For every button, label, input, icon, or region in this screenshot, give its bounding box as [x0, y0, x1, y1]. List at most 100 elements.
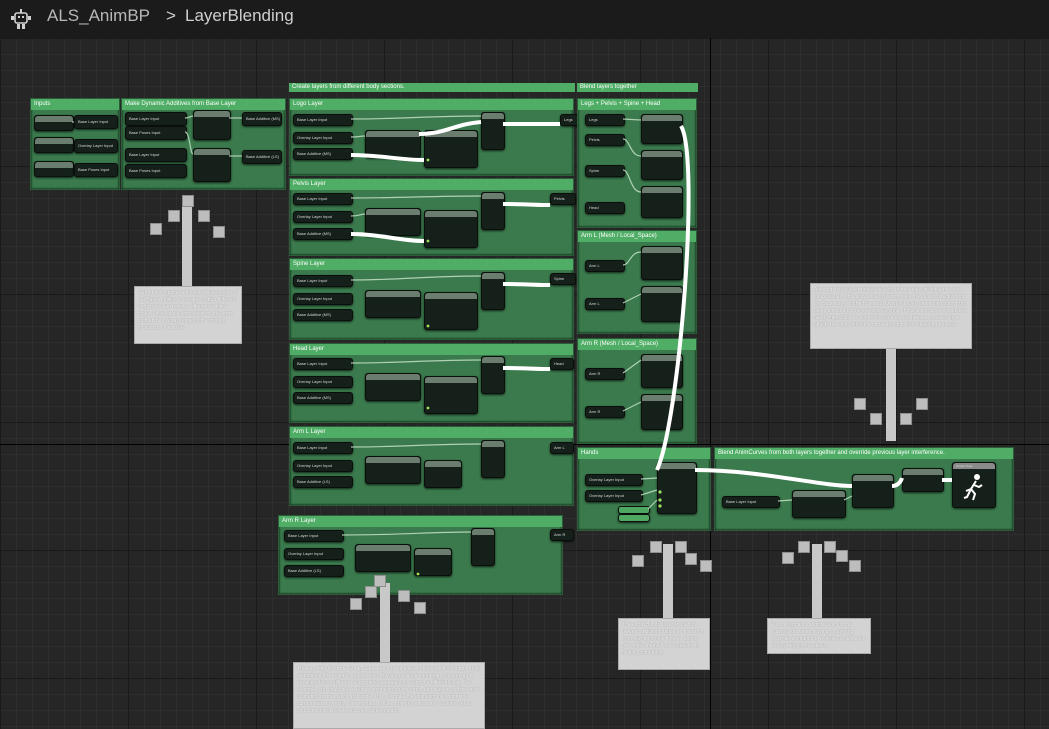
node-hand-curve-l[interactable] — [618, 506, 650, 514]
node-layer-overlay[interactable]: Overlay Layer Input — [293, 211, 353, 223]
node-get-curve[interactable] — [365, 290, 421, 318]
node-layer-additive[interactable]: Base Additive (MS) — [293, 228, 353, 240]
comment-title: Blend AnimCurves from both layers togeth… — [715, 448, 1013, 459]
node-use-head[interactable]: Head — [585, 202, 625, 214]
node-layer-overlay[interactable]: Overlay Layer Input — [293, 376, 353, 388]
node-layer-base[interactable]: Base Layer Input — [293, 114, 353, 126]
node-overlay-layer-input[interactable] — [34, 137, 74, 153]
node-save-spine[interactable]: Spine — [550, 273, 576, 285]
node-save-overlay-layer[interactable]: Overlay Layer Input — [74, 139, 118, 153]
node-base-layer-input[interactable] — [34, 115, 74, 131]
note-anchor — [916, 398, 928, 410]
blueprint-robot-icon — [11, 9, 31, 29]
node-layered-blend-2[interactable] — [641, 150, 683, 180]
node-layer-base[interactable]: Base Layer Input — [293, 358, 353, 370]
node-layer-overlay[interactable]: Overlay Layer Input — [293, 460, 353, 472]
note-stem — [663, 544, 673, 620]
node-save-base-layer[interactable]: Base Layer Input — [74, 115, 118, 129]
note-right-top[interactable]: Although these layer nodes have no bones… — [810, 283, 972, 349]
node-layered-blend-1[interactable] — [641, 114, 683, 144]
breadcrumb-separator: > — [166, 6, 176, 25]
node-use-overlay-hands[interactable]: Overlay Layer Input — [585, 474, 643, 486]
node-use-base-layer[interactable]: Base Layer Input — [125, 112, 187, 126]
node-blend-by-bool[interactable] — [481, 356, 505, 394]
node-get-curve[interactable] — [355, 544, 411, 572]
node-use-arm-r-2[interactable]: Arm R — [585, 406, 625, 418]
node-use-base-poses[interactable]: Base Poses Input — [125, 126, 187, 140]
node-use-arm-l[interactable]: Arm L — [585, 260, 625, 272]
comment-blend-layers[interactable]: Blend layers together — [577, 83, 698, 92]
node-use-base-layer-2[interactable]: Base Layer Input — [125, 148, 187, 162]
node-layer-additive[interactable]: Base Additive (MS) — [293, 392, 353, 404]
node-get-curve[interactable] — [365, 373, 421, 401]
comment-create-layers[interactable]: Create layers from different body sectio… — [289, 83, 575, 92]
node-layer-base[interactable]: Base Layer Input — [284, 530, 344, 542]
graph-canvas[interactable]: Inputs Base Layer Input Overlay Layer In… — [0, 38, 1049, 729]
node-use-arm-r[interactable]: Arm R — [585, 368, 625, 380]
node-blend-by-bool[interactable] — [481, 440, 505, 478]
note-additive[interactable]: Get a mesh space and local space version… — [134, 286, 242, 344]
node-layered-blend-hands[interactable] — [657, 462, 697, 514]
node-save-arm-l[interactable]: Arm L — [550, 442, 574, 454]
comment-blend-curves[interactable]: Blend AnimCurves from both layers togeth… — [714, 447, 1014, 531]
node-slot-curves[interactable] — [792, 490, 846, 518]
node-layer-base[interactable]: Base Layer Input — [293, 193, 353, 205]
note-anchor — [900, 413, 912, 425]
node-blend-by-bool[interactable] — [481, 112, 505, 150]
node-blend-curves[interactable] — [852, 474, 894, 508]
node-apply-additive[interactable] — [424, 210, 478, 248]
node-use-overlay-hands-2[interactable]: Overlay Layer Input — [585, 490, 643, 502]
breadcrumb-blueprint[interactable]: ALS_AnimBP — [47, 6, 150, 25]
node-blend-by-bool[interactable] — [481, 272, 505, 310]
node-use-base-blend[interactable]: Base Layer Input — [722, 496, 780, 508]
node-make-dynamic-additive-ms[interactable] — [193, 110, 231, 140]
note-blend-curves[interactable]: Play a normal or additive anim in the 'C… — [767, 618, 871, 654]
node-layer-overlay[interactable]: Overlay Layer Input — [293, 132, 353, 144]
node-layer-additive[interactable]: Base Additive (MS) — [293, 309, 353, 321]
node-output-pose[interactable]: Output Pose — [952, 462, 996, 508]
node-layered-blend-arm-r-2[interactable] — [641, 394, 683, 430]
node-save-base-poses[interactable]: Base Poses Input — [74, 163, 118, 177]
note-layering[interactable]: The Layering Override Group Gates are a … — [293, 662, 485, 729]
note-hands[interactable]: The extra 'Hands' layer is used to preve… — [618, 618, 710, 670]
node-save-additive-ls[interactable]: Base Additive (LS) — [242, 150, 282, 164]
node-use-base-poses-2[interactable]: Base Poses Input — [125, 164, 187, 178]
node-layer-overlay[interactable]: Overlay Layer Input — [293, 293, 353, 305]
node-layer-additive[interactable]: Base Additive (LS) — [284, 565, 344, 577]
node-layer-base[interactable]: Base Layer Input — [293, 442, 353, 454]
node-apply-additive[interactable] — [424, 460, 462, 488]
node-get-curve[interactable] — [365, 456, 421, 484]
node-layer-base[interactable]: Base Layer Input — [293, 275, 353, 287]
node-use-legs[interactable]: Legs — [585, 114, 625, 126]
note-stem — [812, 544, 822, 620]
node-hand-curve-r[interactable] — [618, 514, 650, 522]
node-make-dynamic-additive-ls[interactable] — [193, 148, 231, 182]
node-save-arm-r[interactable]: Arm R — [550, 529, 574, 541]
running-man-icon — [963, 474, 983, 501]
comment-title: Hands — [578, 448, 710, 459]
node-apply-additive[interactable] — [424, 376, 478, 414]
node-layer-additive[interactable]: Base Additive (LS) — [293, 476, 353, 488]
node-blend-by-bool[interactable] — [471, 528, 495, 566]
node-layered-blend-3[interactable] — [641, 186, 683, 218]
breadcrumb-graph[interactable]: LayerBlending — [185, 6, 294, 25]
note-anchor — [365, 586, 377, 598]
node-apply-curves[interactable] — [902, 468, 944, 492]
note-anchor — [675, 541, 687, 553]
comment-title: Inputs — [31, 99, 119, 110]
node-layered-blend-arm-l[interactable] — [641, 246, 683, 280]
node-save-additive-ms[interactable]: Base Additive (MS) — [242, 112, 282, 126]
comment-title: Logo Layer — [290, 99, 573, 110]
node-get-curve[interactable] — [365, 130, 421, 158]
note-anchor — [685, 553, 697, 565]
node-get-curve[interactable] — [365, 208, 421, 236]
node-base-poses-input[interactable] — [34, 161, 74, 177]
node-layer-overlay[interactable]: Overlay Layer Input — [284, 548, 344, 560]
node-save-pelvis[interactable]: Pelvis — [550, 193, 576, 205]
note-anchor — [398, 590, 410, 602]
node-apply-additive[interactable] — [414, 548, 452, 576]
node-use-arm-l-2[interactable]: Arm L — [585, 298, 625, 310]
node-apply-additive[interactable] — [424, 292, 478, 330]
node-save-head[interactable]: Head — [550, 358, 574, 370]
node-blend-by-bool[interactable] — [481, 192, 505, 230]
